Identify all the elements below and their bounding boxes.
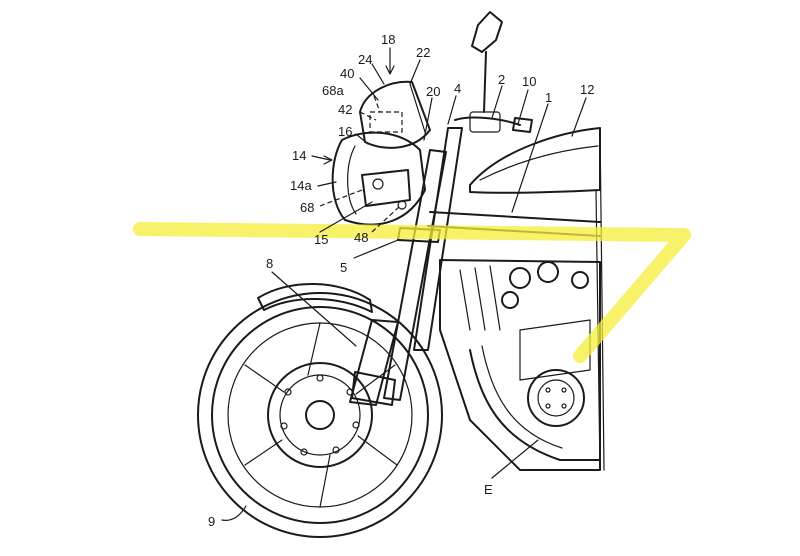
label-E: E xyxy=(484,482,493,497)
label-15: 15 xyxy=(314,232,328,247)
label-14a: 14a xyxy=(290,178,312,193)
label-24: 24 xyxy=(358,52,372,67)
label-16: 16 xyxy=(338,124,352,139)
label-1: 1 xyxy=(545,90,552,105)
label-14: 14 xyxy=(292,148,306,163)
label-9: 9 xyxy=(208,514,215,529)
fuel-tank xyxy=(470,128,600,193)
leader-lines xyxy=(222,48,586,520)
reference-labels: 18 24 22 40 68a 42 16 14 14a 68 15 48 20… xyxy=(208,32,594,529)
label-12: 12 xyxy=(580,82,594,97)
label-2: 2 xyxy=(498,72,505,87)
label-4: 4 xyxy=(454,81,461,96)
label-40: 40 xyxy=(340,66,354,81)
label-20: 20 xyxy=(426,84,440,99)
label-22: 22 xyxy=(416,45,430,60)
label-68a: 68a xyxy=(322,83,344,98)
label-42: 42 xyxy=(338,102,352,117)
engine xyxy=(440,260,600,470)
label-68: 68 xyxy=(300,200,314,215)
label-8: 8 xyxy=(266,256,273,271)
brake-disc-holes xyxy=(281,375,359,455)
label-48: 48 xyxy=(354,230,368,245)
mirror xyxy=(472,12,502,112)
label-5: 5 xyxy=(340,260,347,275)
label-10: 10 xyxy=(522,74,536,89)
front-fork xyxy=(350,112,532,405)
label-18: 18 xyxy=(381,32,395,47)
front-wheel xyxy=(198,293,442,537)
